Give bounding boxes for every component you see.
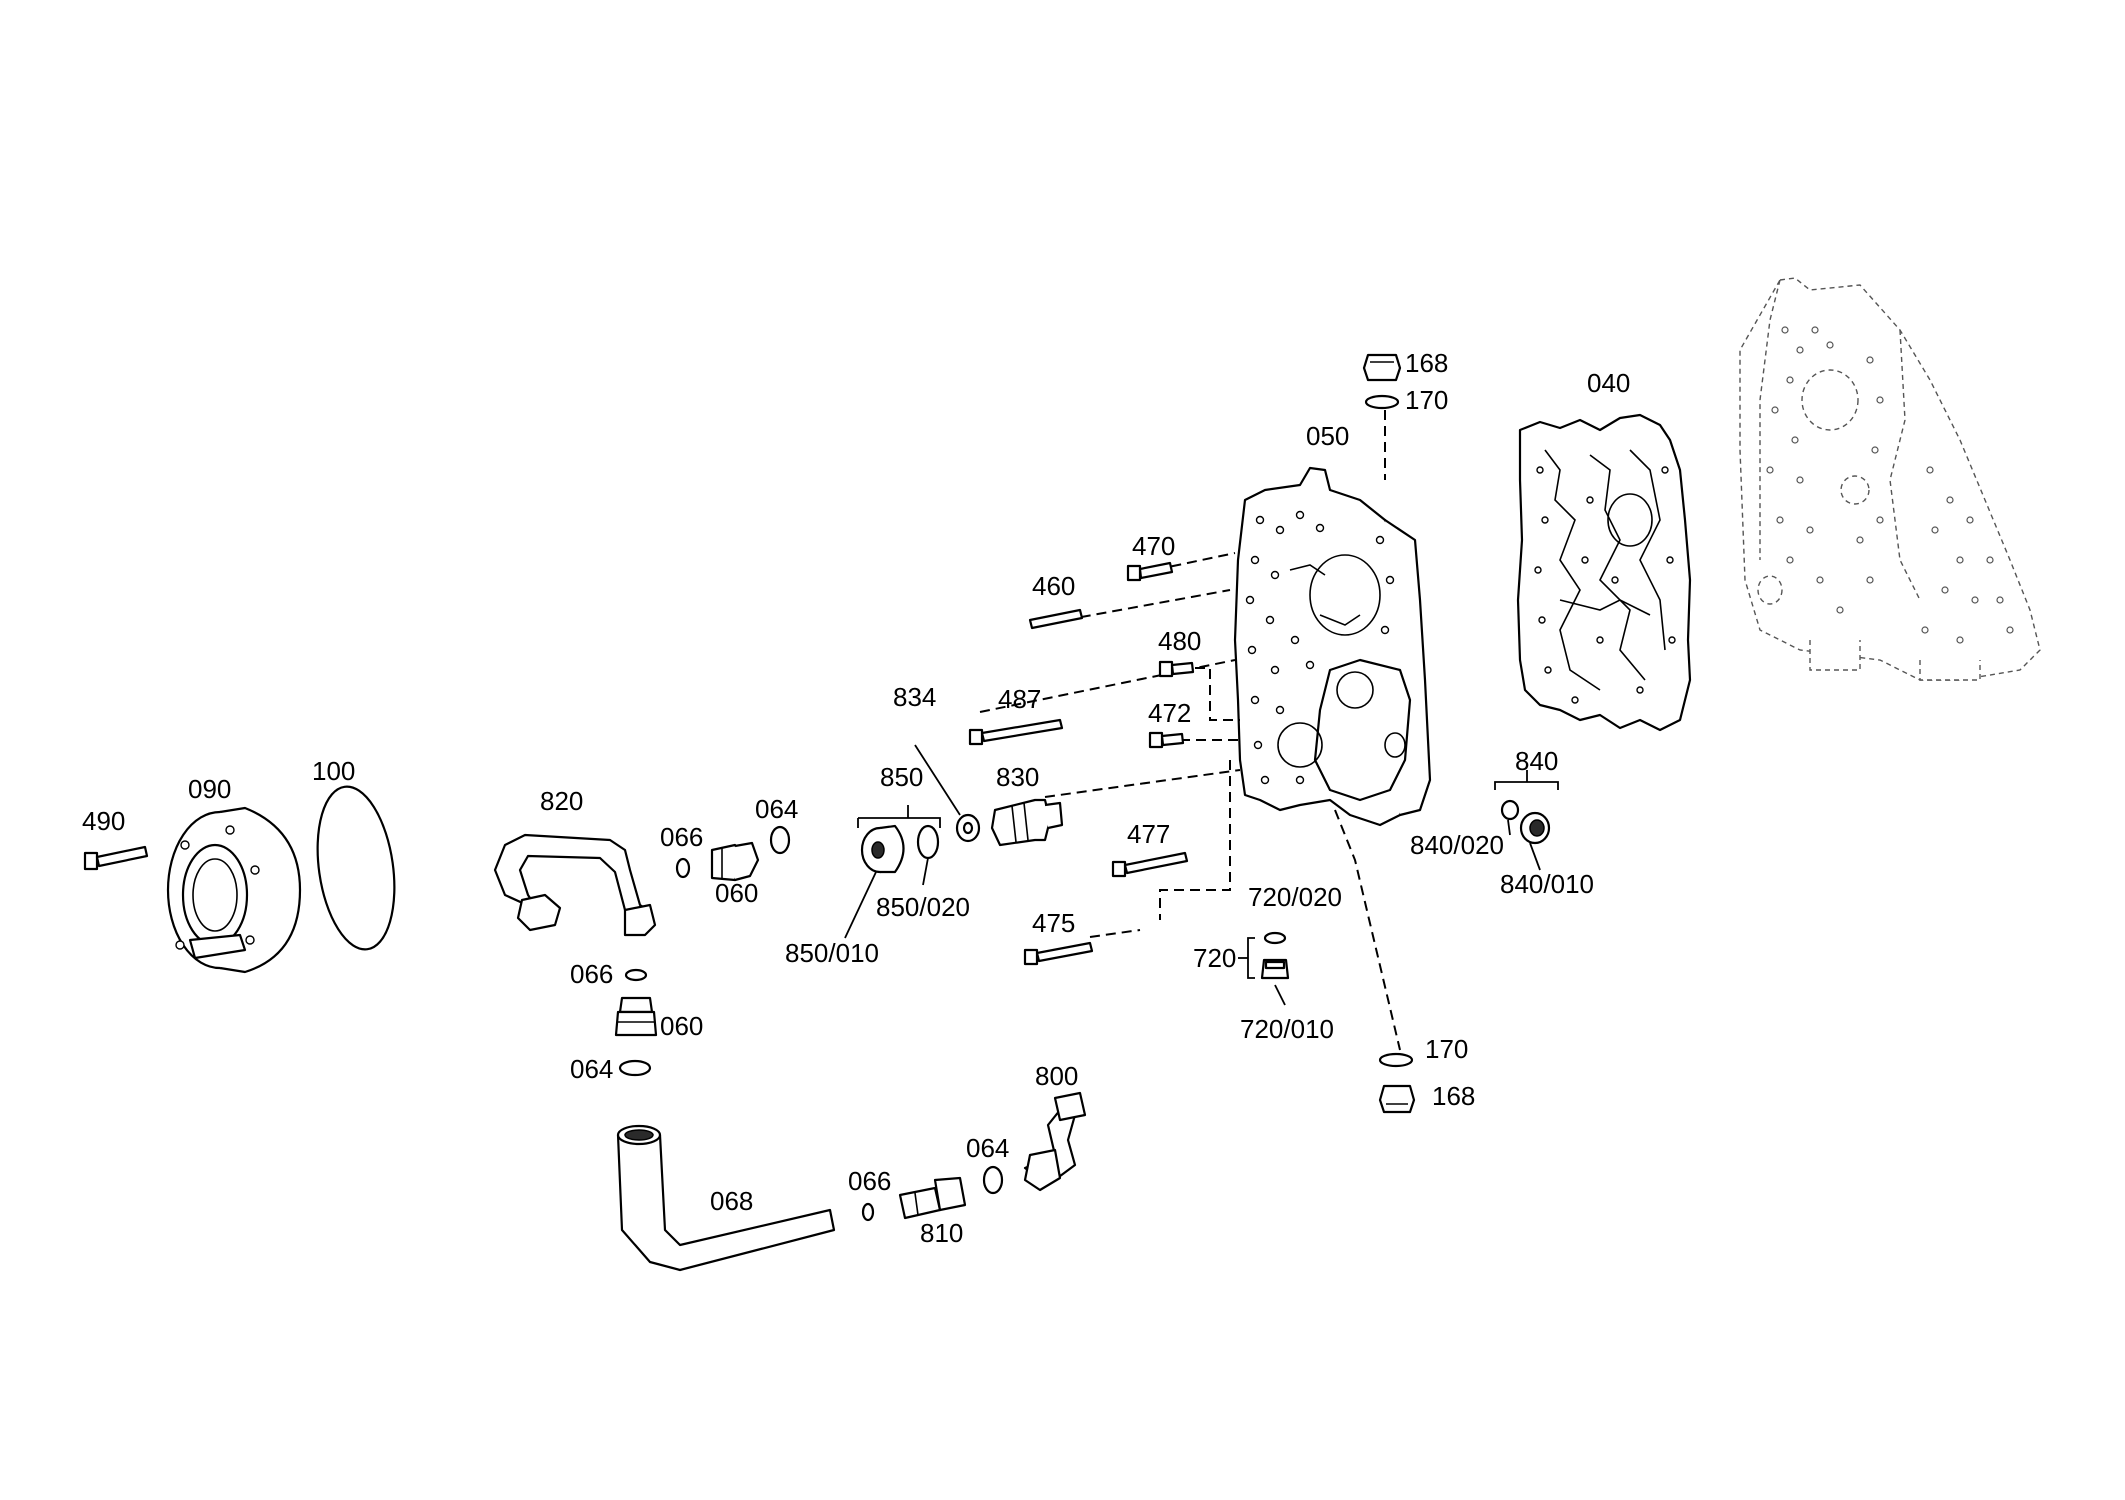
label-470: 470 bbox=[1132, 531, 1175, 561]
part-066-seal-a bbox=[675, 857, 691, 879]
label-460: 460 bbox=[1032, 571, 1075, 601]
label-490: 490 bbox=[82, 806, 125, 836]
label-850: 850 bbox=[880, 762, 923, 792]
part-labels: 168 170 050 040 470 460 480 487 472 834 … bbox=[82, 348, 1630, 1248]
part-850-010-piston bbox=[860, 824, 905, 874]
label-840-020: 840/020 bbox=[1410, 830, 1504, 860]
part-840-020-seal bbox=[1500, 799, 1520, 821]
part-064-seal-b bbox=[618, 1059, 652, 1077]
label-064-c: 064 bbox=[966, 1133, 1009, 1163]
part-064-seal-a bbox=[769, 825, 791, 855]
label-066-c: 066 bbox=[848, 1166, 891, 1196]
label-720-020: 720/020 bbox=[1248, 882, 1342, 912]
label-050: 050 bbox=[1306, 421, 1349, 451]
bracket-840 bbox=[1494, 770, 1559, 790]
part-170-seal-bottom bbox=[1378, 1052, 1414, 1068]
part-475-bolt bbox=[1023, 941, 1094, 966]
label-170-bottom: 170 bbox=[1425, 1034, 1468, 1064]
label-720-010: 720/010 bbox=[1240, 1014, 1334, 1044]
label-064-b: 064 bbox=[570, 1054, 613, 1084]
label-060-a: 060 bbox=[715, 878, 758, 908]
label-168-bottom: 168 bbox=[1432, 1081, 1475, 1111]
label-066-a: 066 bbox=[660, 822, 703, 852]
part-170-seal-top bbox=[1364, 394, 1400, 410]
label-850-010: 850/010 bbox=[785, 938, 879, 968]
bracket-850 bbox=[857, 805, 941, 828]
label-810: 810 bbox=[920, 1218, 963, 1248]
part-064-seal-c bbox=[982, 1165, 1004, 1195]
label-850-020: 850/020 bbox=[876, 892, 970, 922]
label-090: 090 bbox=[188, 774, 231, 804]
part-720-010-plug bbox=[1260, 958, 1290, 980]
part-168-plug-top bbox=[1362, 353, 1402, 382]
label-834: 834 bbox=[893, 682, 936, 712]
part-066-seal-c bbox=[861, 1202, 875, 1222]
label-830: 830 bbox=[996, 762, 1039, 792]
part-090-pump-housing bbox=[166, 806, 302, 974]
label-066-b: 066 bbox=[570, 959, 613, 989]
part-487-bolt bbox=[968, 718, 1064, 746]
part-830-valve bbox=[990, 798, 1064, 847]
label-472: 472 bbox=[1148, 698, 1191, 728]
part-060-fitting-b bbox=[614, 996, 658, 1037]
label-060-b: 060 bbox=[660, 1011, 703, 1041]
part-100-o-ring bbox=[316, 785, 396, 951]
part-480-bolt bbox=[1158, 660, 1195, 678]
label-480: 480 bbox=[1158, 626, 1201, 656]
part-820-pipe bbox=[493, 833, 657, 937]
part-800-pipe bbox=[1023, 1091, 1087, 1192]
part-850-020-seal bbox=[916, 824, 940, 860]
leader-lines bbox=[844, 744, 1541, 1006]
part-840-010-plug bbox=[1519, 811, 1551, 845]
part-068-pipe bbox=[616, 1124, 836, 1272]
part-470-bolt bbox=[1126, 561, 1174, 582]
part-720-020-seal bbox=[1263, 931, 1287, 945]
part-050-valve-housing bbox=[1233, 466, 1432, 827]
part-460-pin bbox=[1028, 608, 1084, 630]
ghost-transmission-housing bbox=[1739, 277, 2041, 681]
label-840: 840 bbox=[1515, 746, 1558, 776]
label-170-top: 170 bbox=[1405, 385, 1448, 415]
part-490-bolt bbox=[83, 845, 149, 871]
label-475: 475 bbox=[1032, 908, 1075, 938]
label-040: 040 bbox=[1587, 368, 1630, 398]
bracket-720 bbox=[1238, 937, 1255, 979]
label-477: 477 bbox=[1127, 819, 1170, 849]
part-168-plug-bottom bbox=[1378, 1084, 1416, 1114]
part-472-bolt bbox=[1148, 731, 1185, 749]
label-100: 100 bbox=[312, 756, 355, 786]
part-060-fitting-a bbox=[710, 841, 760, 882]
label-064-a: 064 bbox=[755, 794, 798, 824]
label-800: 800 bbox=[1035, 1061, 1078, 1091]
label-720: 720 bbox=[1193, 943, 1236, 973]
label-168-top: 168 bbox=[1405, 348, 1448, 378]
label-487: 487 bbox=[998, 684, 1041, 714]
label-840-010: 840/010 bbox=[1500, 869, 1594, 899]
part-040-intermediate-plate bbox=[1516, 413, 1692, 732]
part-834-washer bbox=[955, 813, 981, 843]
label-820: 820 bbox=[540, 786, 583, 816]
part-810-fitting bbox=[898, 1176, 967, 1220]
part-066-seal-b bbox=[624, 968, 648, 982]
label-068: 068 bbox=[710, 1186, 753, 1216]
part-477-bolt bbox=[1111, 851, 1189, 878]
